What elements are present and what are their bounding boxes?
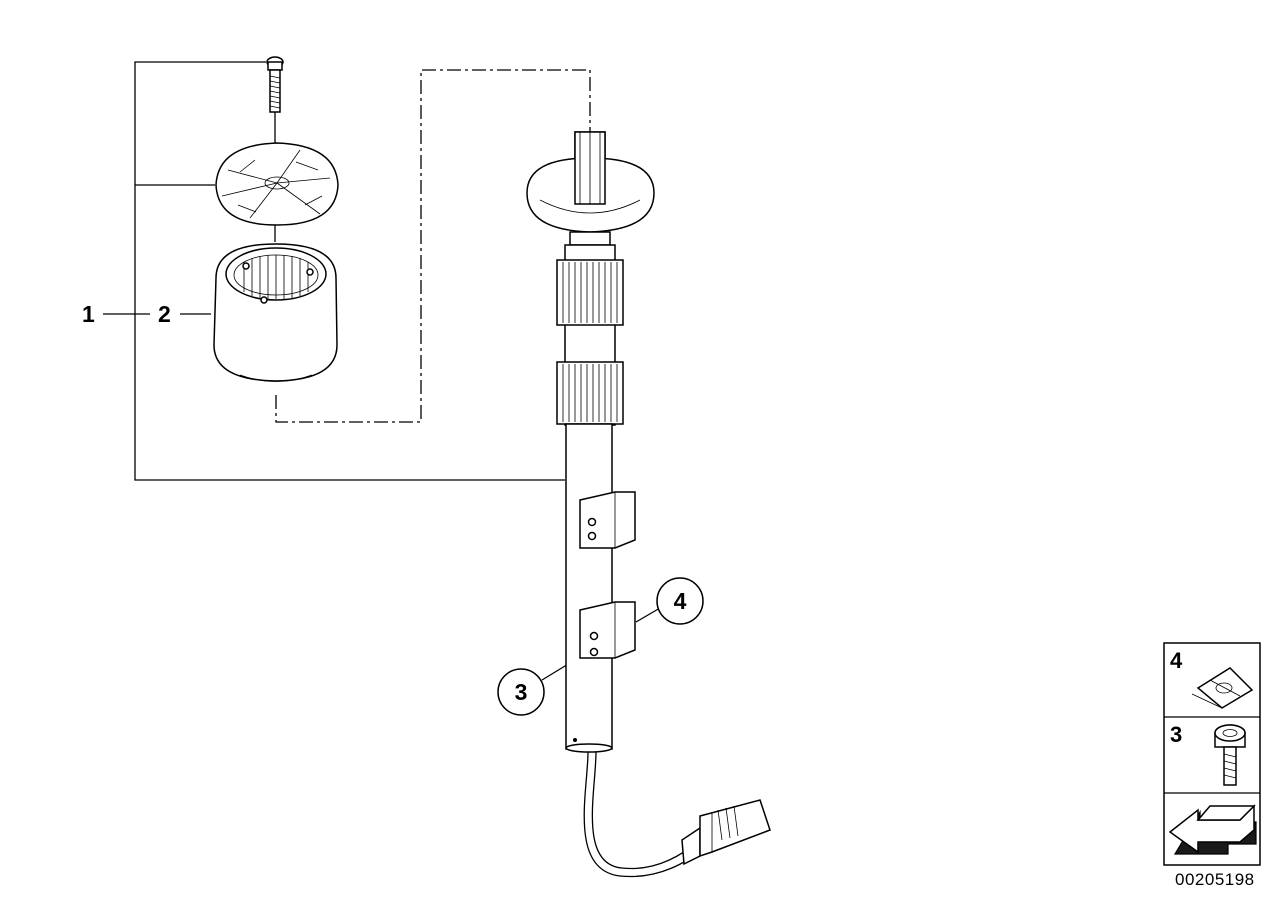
document-id: 00205198: [1175, 870, 1255, 889]
callout-4: 4: [656, 577, 704, 625]
screw-part: [266, 56, 284, 113]
arrow-left-icon: [1168, 804, 1257, 855]
callout-1-label: 1: [82, 301, 95, 327]
housing-cup-part: [213, 243, 338, 382]
callout-1: 1: [82, 301, 95, 327]
callout-2-label: 2: [158, 301, 171, 327]
legend-item-arrow: [1168, 804, 1257, 855]
steering-column-part: [526, 131, 771, 878]
leader-lines: [103, 61, 661, 681]
legend-panel: 4 3: [1163, 642, 1261, 866]
callout-4-label: 4: [674, 588, 687, 614]
callout-3: 3: [497, 668, 545, 716]
legend-item-torx-screw: 3: [1170, 722, 1246, 786]
callout-2: 2: [158, 301, 171, 327]
legend-number-4: 4: [1170, 648, 1183, 673]
clip-nut-icon: [1191, 667, 1254, 709]
legend-item-clip-nut: 4: [1170, 648, 1254, 709]
legend-number-3: 3: [1170, 722, 1182, 747]
torx-screw-icon: [1214, 724, 1246, 786]
callout-3-label: 3: [515, 679, 528, 705]
cover-disc-part: [215, 142, 339, 226]
